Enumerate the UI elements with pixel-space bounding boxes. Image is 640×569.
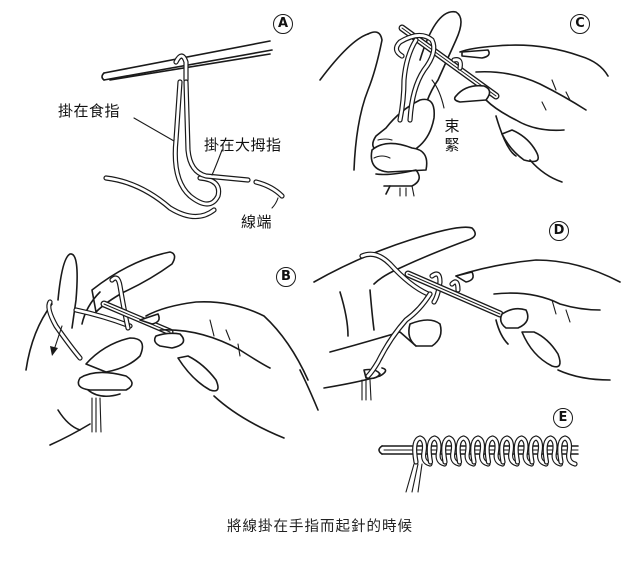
cast-on-stitches [412, 435, 578, 467]
knitting-needles [404, 270, 504, 318]
step-badge-c: C [570, 14, 590, 34]
step-badge-b: B [276, 267, 296, 287]
right-hand [455, 259, 621, 381]
direction-arrow [50, 325, 63, 356]
step-b-illustration [25, 251, 309, 446]
yarn-tails [405, 463, 423, 493]
step-c-illustration [319, 11, 609, 197]
step-d-illustration [299, 226, 621, 411]
step-badge-e: E [553, 408, 573, 428]
leader-line-end [271, 197, 279, 209]
label-tighten-2: 緊 [444, 136, 460, 154]
yarn-strands [103, 79, 285, 220]
yarn-loops [393, 32, 463, 123]
label-tighten-1: 束 [444, 117, 460, 135]
step-badge-a: A [273, 14, 293, 34]
yarn-loops [359, 251, 461, 379]
slip-knot [173, 53, 189, 83]
left-hand [319, 11, 462, 197]
knitting-needles [100, 300, 174, 336]
step-e-panel: E [370, 400, 590, 500]
right-hand [453, 44, 609, 183]
step-e-illustration [378, 435, 579, 493]
knitting-needles [378, 445, 579, 455]
label-index-finger: 掛在食指 [58, 102, 121, 120]
left-hand [299, 226, 476, 411]
step-c-panel: C 束 緊 [319, 0, 640, 210]
figure-caption: 將線掛在手指而起針的時候 [227, 519, 413, 535]
right-hand [139, 300, 309, 439]
step-a-illustration [101, 40, 285, 220]
leader-line-index [133, 117, 175, 142]
step-b-panel: B [0, 240, 320, 470]
arrow-down-left-icon [50, 346, 58, 356]
left-hand [25, 251, 176, 446]
step-d-panel: D [299, 210, 640, 411]
label-thumb: 掛在大拇指 [204, 136, 282, 154]
label-yarn-end: 線端 [241, 213, 273, 231]
step-badge-d: D [549, 221, 569, 241]
leader-line-thumb [211, 149, 223, 176]
step-a-panel: A 掛在食指 掛在大拇指 線端 [0, 0, 320, 240]
yarn-loops [46, 275, 133, 361]
